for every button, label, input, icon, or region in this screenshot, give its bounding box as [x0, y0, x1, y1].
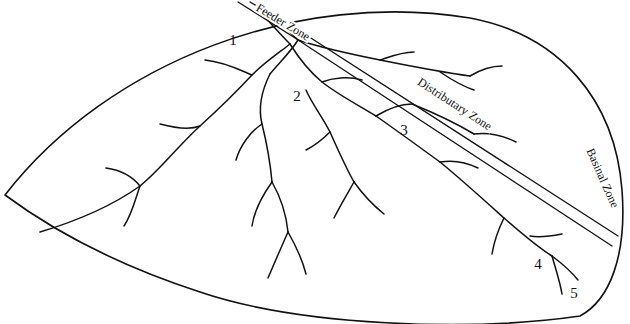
- callout-number: 1: [229, 33, 237, 48]
- channel-network: [40, 10, 578, 294]
- callout-number: 3: [400, 123, 408, 138]
- callout-number: 4: [534, 257, 542, 272]
- callout-number: 5: [570, 286, 578, 301]
- callout-number: 2: [293, 89, 301, 104]
- fan-outline: [5, 12, 623, 324]
- zone-band: [238, 2, 612, 246]
